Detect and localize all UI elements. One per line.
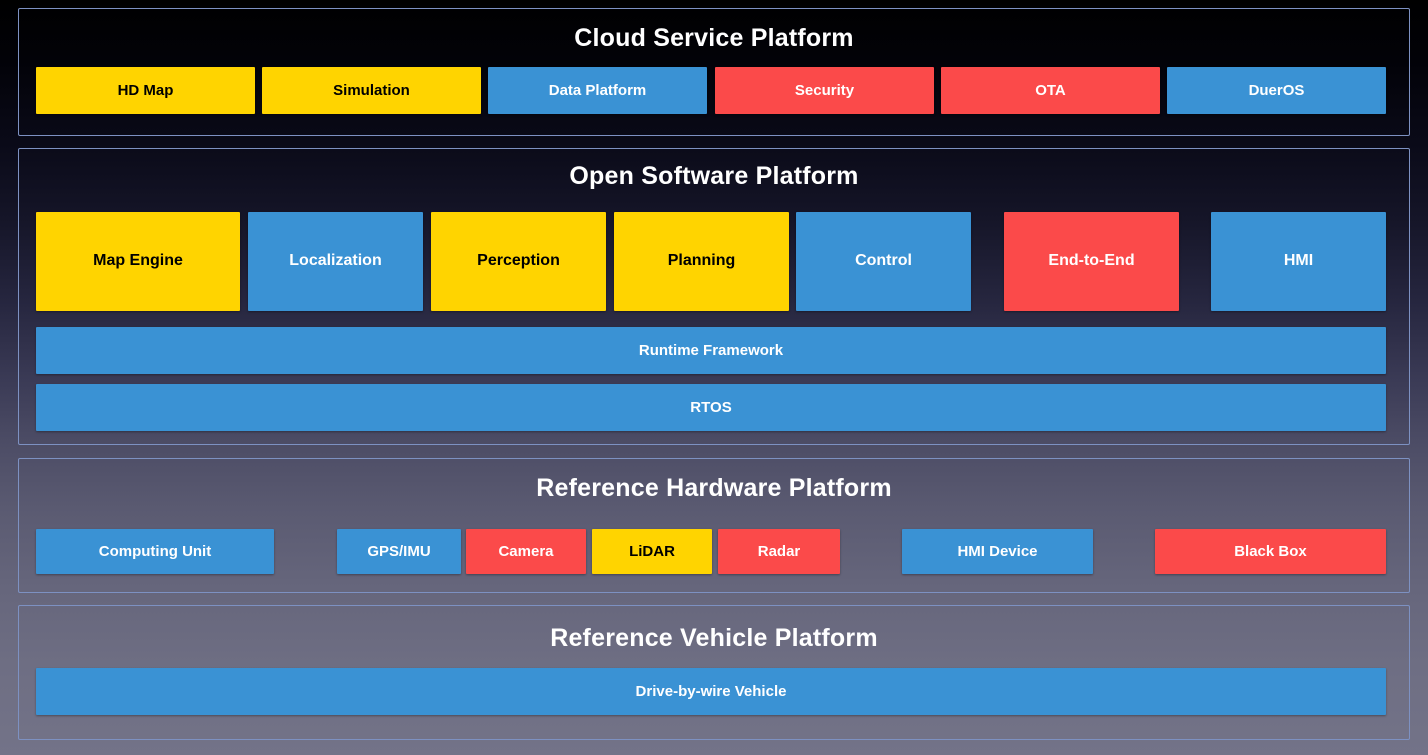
- hw-radar[interactable]: Radar: [718, 529, 840, 574]
- block-ota[interactable]: OTA: [941, 67, 1160, 114]
- block-label: Security: [794, 81, 855, 99]
- module-planning[interactable]: Planning: [614, 212, 789, 311]
- block-label: GPS/IMU: [367, 542, 431, 560]
- band-rtos[interactable]: RTOS: [36, 384, 1386, 431]
- block-label: Camera: [498, 542, 554, 560]
- module-perception[interactable]: Perception: [431, 212, 606, 311]
- band-label: Drive-by-wire Vehicle: [635, 683, 787, 700]
- panel-reference-hardware-platform: Reference Hardware Platform: [18, 458, 1410, 593]
- block-security[interactable]: Security: [715, 67, 934, 114]
- block-simulation[interactable]: Simulation: [262, 67, 481, 114]
- block-label: End-to-End: [1048, 252, 1135, 270]
- panel-reference-vehicle-platform: Reference Vehicle Platform: [18, 605, 1410, 740]
- panel-title-hardware: Reference Hardware Platform: [536, 474, 892, 502]
- panel-title-software: Open Software Platform: [569, 162, 859, 190]
- band-label: Runtime Framework: [638, 342, 784, 359]
- block-label: Perception: [477, 252, 560, 270]
- block-label: HMI: [1283, 252, 1314, 270]
- block-label: OTA: [1035, 81, 1066, 99]
- block-label: Radar: [757, 542, 801, 560]
- block-label: Computing Unit: [98, 542, 212, 560]
- hw-lidar[interactable]: LiDAR: [592, 529, 712, 574]
- band-drive-by-wire-vehicle[interactable]: Drive-by-wire Vehicle: [36, 668, 1386, 715]
- block-data-platform[interactable]: Data Platform: [488, 67, 707, 114]
- band-label: RTOS: [690, 399, 732, 416]
- panel-title-vehicle: Reference Vehicle Platform: [550, 624, 878, 652]
- block-label: Black Box: [1234, 542, 1307, 560]
- block-label: DuerOS: [1248, 81, 1305, 99]
- hw-camera[interactable]: Camera: [466, 529, 586, 574]
- panel-cloud-service-platform: Cloud Service Platform: [18, 8, 1410, 136]
- hw-gps-imu[interactable]: GPS/IMU: [337, 529, 461, 574]
- module-end-to-end[interactable]: End-to-End: [1004, 212, 1179, 311]
- module-hmi[interactable]: HMI: [1211, 212, 1386, 311]
- block-label: Planning: [667, 252, 736, 270]
- panel-title-cloud: Cloud Service Platform: [574, 24, 854, 52]
- band-runtime-framework[interactable]: Runtime Framework: [36, 327, 1386, 374]
- panel-open-software-platform: Open Software Platform: [18, 148, 1410, 445]
- block-label: Localization: [289, 252, 382, 270]
- module-control[interactable]: Control: [796, 212, 971, 311]
- hw-hmi-device[interactable]: HMI Device: [902, 529, 1093, 574]
- module-localization[interactable]: Localization: [248, 212, 423, 311]
- block-label: Simulation: [333, 81, 410, 99]
- block-label: HMI Device: [957, 542, 1038, 560]
- block-label: Map Engine: [93, 252, 183, 270]
- block-label: LiDAR: [629, 542, 675, 560]
- block-label: HD Map: [117, 81, 174, 99]
- hw-black-box[interactable]: Black Box: [1155, 529, 1386, 574]
- block-hd-map[interactable]: HD Map: [36, 67, 255, 114]
- block-dueros[interactable]: DuerOS: [1167, 67, 1386, 114]
- block-label: Control: [855, 252, 912, 270]
- module-map-engine[interactable]: Map Engine: [36, 212, 240, 311]
- hw-computing-unit[interactable]: Computing Unit: [36, 529, 274, 574]
- block-label: Data Platform: [548, 81, 647, 99]
